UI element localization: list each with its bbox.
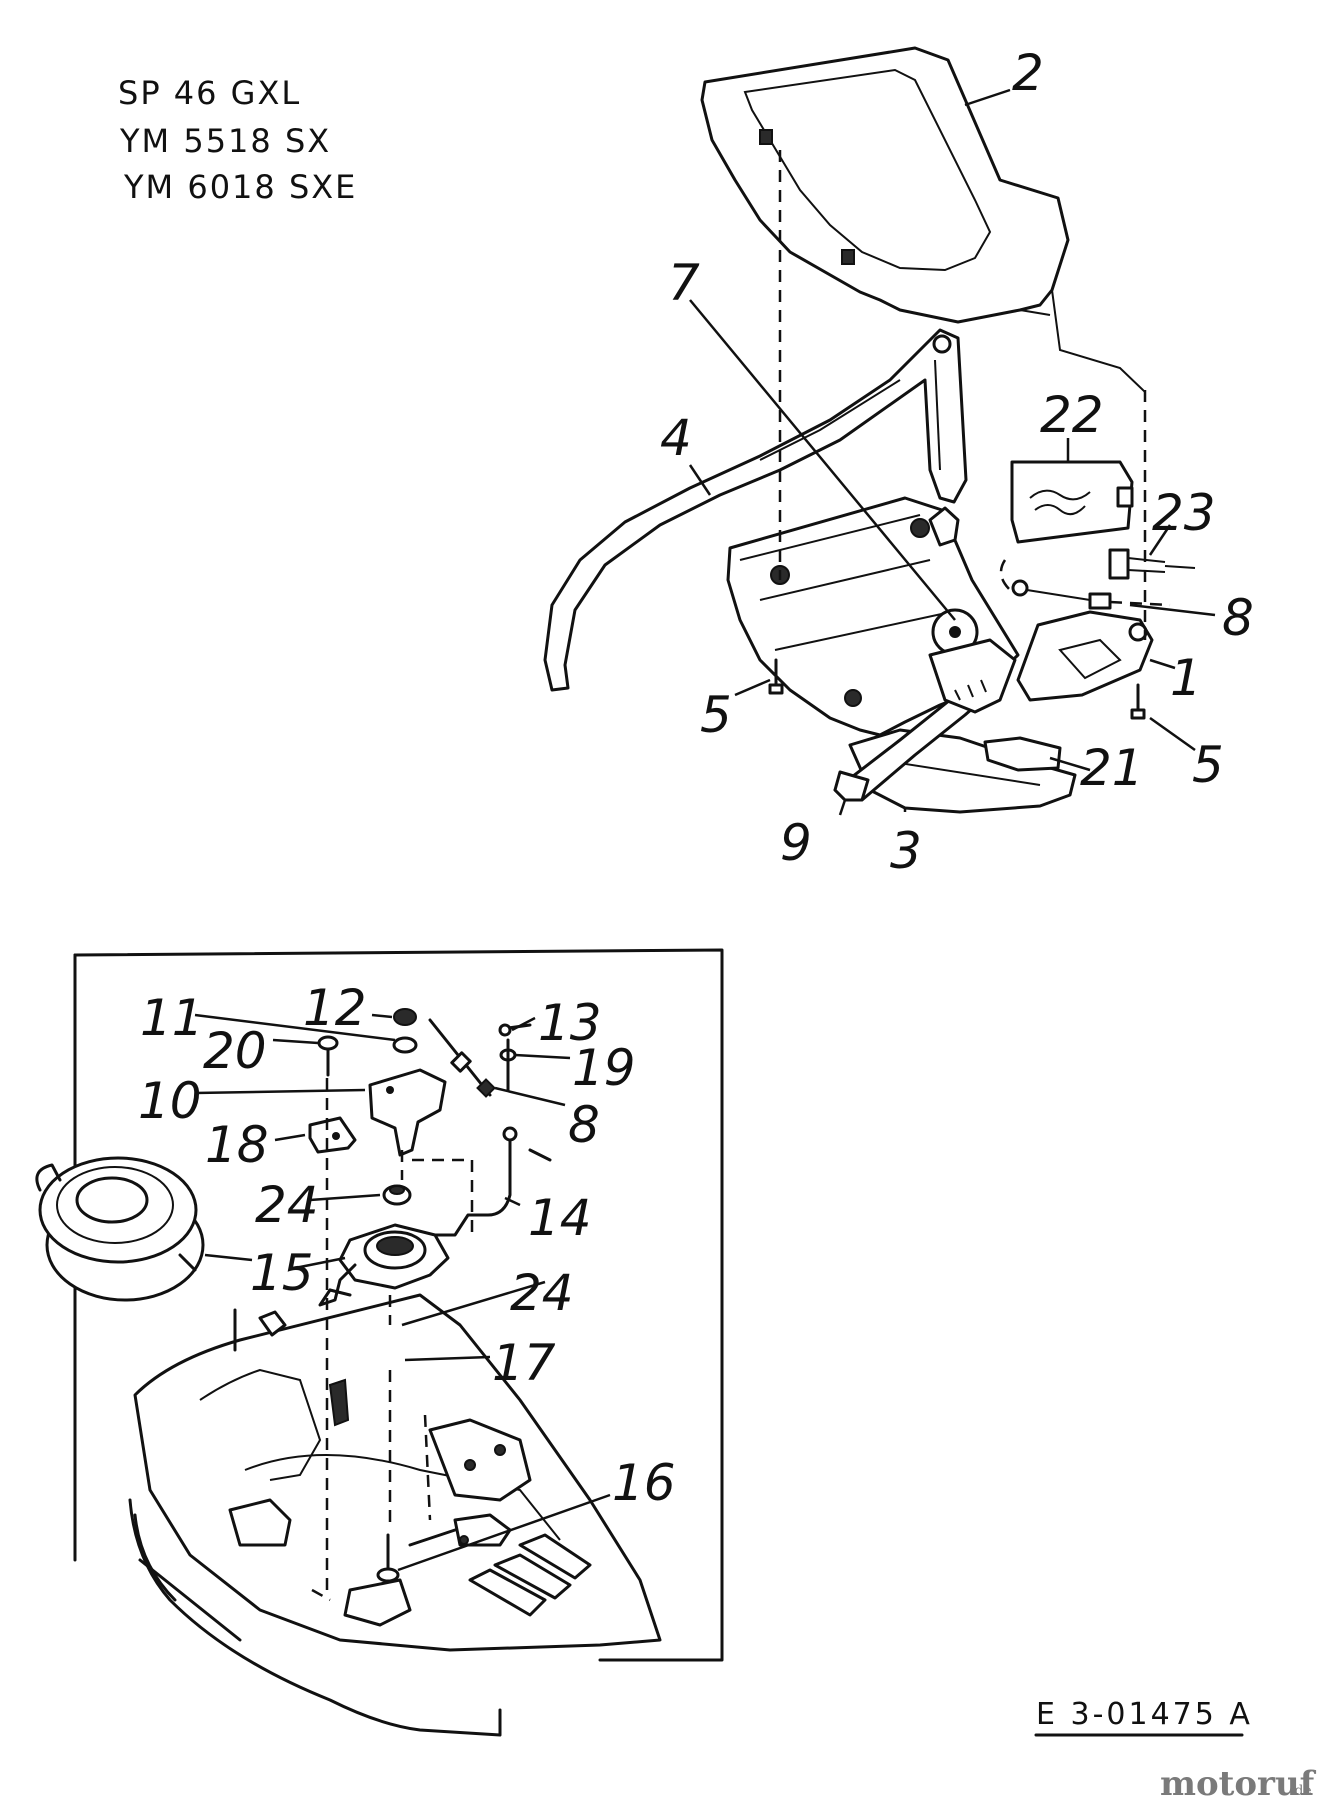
part-16-bolt — [376, 1528, 457, 1583]
callout-20: 20 — [203, 1022, 267, 1080]
screw-5-right — [1130, 683, 1146, 720]
part-22-plate — [1010, 460, 1134, 544]
watermark-suffix: .de — [1290, 1783, 1312, 1799]
part-20-screw — [317, 1035, 339, 1077]
callout-5-left: 5 — [700, 686, 732, 744]
callout-1: 1 — [1170, 649, 1202, 707]
part-2-cover — [700, 46, 1146, 393]
callout-17: 17 — [492, 1334, 556, 1392]
clutch-hub — [318, 1223, 450, 1307]
callout-8-upper: 8 — [1222, 589, 1254, 647]
part-1-latch — [1016, 610, 1154, 702]
callout-9: 9 — [780, 814, 812, 872]
callout-5-right: 5 — [1192, 736, 1224, 794]
part-23-knob — [1108, 548, 1196, 580]
part-21-slide — [983, 736, 1062, 772]
part-13-cable-end — [498, 1023, 532, 1037]
callout-22: 22 — [1040, 386, 1104, 444]
callout-23: 23 — [1152, 484, 1216, 542]
callout-11: 11 — [140, 989, 204, 1047]
part-12-nut — [392, 1008, 418, 1054]
watermark: motoruf .de — [1160, 1764, 1317, 1800]
model-1: SP 46 GXL — [118, 74, 301, 112]
watermark-name: motoruf — [1160, 1764, 1317, 1800]
svg-text:E 3-01475 A: E 3-01475 A — [1036, 1697, 1253, 1732]
part-15-pulley — [35, 1156, 205, 1302]
mower-deck — [128, 1293, 662, 1737]
callout-12: 12 — [303, 979, 367, 1037]
callout-8-lower: 8 — [568, 1096, 600, 1154]
callout-24-lower: 24 — [510, 1264, 574, 1322]
callout-19: 19 — [572, 1039, 636, 1097]
callout-15: 15 — [250, 1244, 314, 1302]
callout-18: 18 — [205, 1116, 269, 1174]
lower-inset: 11 12 13 20 19 10 8 18 24 14 15 24 17 16 — [35, 948, 724, 1737]
part-8-pin-upper — [1011, 579, 1171, 610]
callout-21: 21 — [1080, 739, 1144, 797]
part-7-gear — [928, 608, 1017, 714]
callout-3: 3 — [890, 822, 922, 880]
upper-assembly: 2 7 4 22 23 8 1 5 5 21 9 3 — [543, 44, 1254, 880]
deck-pin — [233, 1308, 287, 1352]
callout-7: 7 — [668, 254, 700, 312]
part-24-nut-upper — [382, 1184, 412, 1206]
callout-14: 14 — [528, 1189, 592, 1247]
reference-code: E 3-01475 A — [1034, 1697, 1253, 1737]
model-3: YM 6018 SXE — [123, 168, 357, 206]
screw-5-left — [768, 658, 784, 695]
callout-4: 4 — [660, 409, 692, 467]
model-list: SP 46 GXL YM 5518 SX YM 6018 SXE — [118, 74, 357, 206]
part-19-washer — [499, 1038, 517, 1092]
callout-16: 16 — [612, 1454, 676, 1512]
callout-10: 10 — [138, 1072, 202, 1130]
part-18-clip — [308, 1116, 357, 1154]
part-10-bracket — [368, 1068, 447, 1157]
callout-24-upper: 24 — [255, 1176, 319, 1234]
part-8-pin-lower — [428, 1018, 496, 1098]
callout-13: 13 — [538, 994, 602, 1052]
callout-2: 2 — [1012, 44, 1044, 102]
part-14-rod — [430, 1126, 552, 1237]
model-2: YM 5518 SX — [119, 122, 331, 160]
